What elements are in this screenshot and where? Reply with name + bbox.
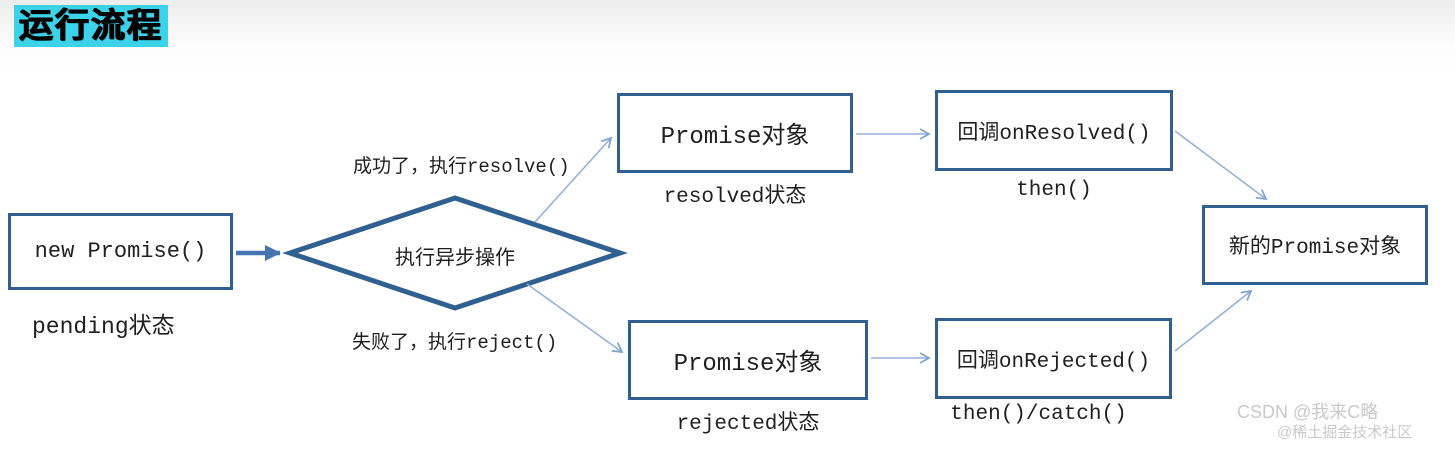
node-on-rejected-label: 回调onRejected() — [956, 350, 1151, 374]
node-new-promise: new Promise() — [8, 213, 233, 290]
node-new-promise-label: new Promise() — [34, 239, 207, 264]
node-on-resolved-label: 回调onResolved() — [957, 122, 1151, 146]
node-new-promise-object-label: 新的Promise对象 — [1228, 237, 1402, 260]
page-title: 运行流程 — [14, 5, 168, 47]
watermark-juejin: @稀土掘金技术社区 — [1277, 424, 1413, 441]
edge-label-reject: 失败了，执行reject() — [352, 332, 558, 354]
caption-then: then() — [1016, 179, 1092, 202]
decision-diamond-shape — [282, 195, 628, 311]
caption-resolved-state: resolved状态 — [663, 186, 807, 209]
node-resolved-promise-label: Promise对象 — [660, 124, 810, 151]
node-rejected-promise: Promise对象 — [628, 320, 868, 400]
node-rejected-promise-label: Promise对象 — [673, 351, 823, 378]
edge-label-resolve: 成功了，执行resolve() — [353, 156, 570, 178]
arrow-onrejected-to-newpromiseobject — [1174, 289, 1253, 352]
caption-pending-state: pending状态 — [32, 314, 175, 340]
arrow-onresolved-to-newpromiseobject — [1174, 130, 1268, 201]
caption-rejected-state: rejected状态 — [676, 413, 820, 436]
node-resolved-promise: Promise对象 — [617, 93, 853, 173]
node-on-rejected: 回调onRejected() — [935, 318, 1172, 399]
node-on-resolved: 回调onResolved() — [935, 90, 1173, 171]
caption-then-catch: then()/catch() — [950, 403, 1127, 426]
node-new-promise-object: 新的Promise对象 — [1202, 205, 1428, 285]
arrow-decision-to-rejected — [526, 283, 624, 354]
arrow-decision-to-resolved — [534, 136, 613, 223]
node-decision-label: 执行异步操作 — [395, 248, 515, 271]
watermark-csdn: CSDN @我来C略 — [1237, 402, 1379, 422]
